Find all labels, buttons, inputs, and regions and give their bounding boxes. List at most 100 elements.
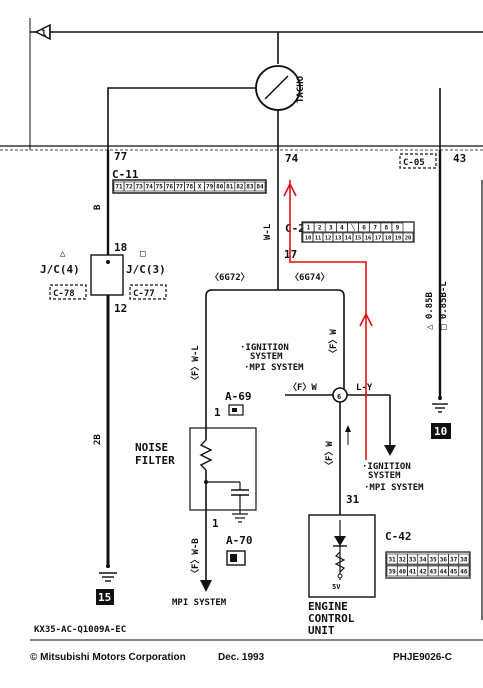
wire-fw-lower-label: 〈F〉W (324, 441, 335, 470)
wire-085b-label: △ 0.85B (425, 291, 435, 330)
pin-77: 77 (114, 150, 127, 163)
red-annotation (283, 180, 373, 460)
ground-symbol-15 (99, 572, 117, 582)
connector-pin: 7 (373, 225, 377, 232)
tacho-label: TACHO (296, 75, 306, 103)
connector-pin: 6 (362, 225, 366, 232)
connector-pin-cell (402, 232, 414, 243)
svg-text:C-78: C-78 (53, 289, 75, 299)
note-ignition-upper-1: ·IGNITION (240, 343, 289, 353)
c11-label: C-11 (112, 168, 139, 181)
connector-pin: 19 (395, 236, 402, 242)
connector-pin: 2 (318, 225, 322, 232)
arrow-label: 1 (41, 29, 46, 39)
connector-pin: 1 (307, 225, 311, 232)
connector-pin-cell (458, 565, 470, 577)
note-mpi-upper: ·MPI SYSTEM (244, 363, 304, 373)
ecu-label-1: ENGINE (308, 600, 348, 613)
jc-pin-12: 12 (114, 302, 127, 315)
wire-fw-mid-label: 〈F〉W (288, 382, 317, 393)
connector-pin: 43 (430, 569, 438, 576)
connector-pin: 79 (206, 184, 214, 191)
top-rail (29, 18, 483, 150)
jc3-label: J/C(3) (126, 263, 166, 276)
c05-connector: C-05 (399, 153, 437, 169)
pin-43: 43 (453, 152, 466, 165)
wire-2b-label: 2B (93, 434, 103, 445)
noise-filter-label-2: FILTER (135, 454, 175, 467)
ecu-label-3: UNIT (308, 624, 335, 637)
connector-pin: 11 (315, 236, 322, 242)
connector-pin: 20 (405, 236, 412, 242)
connector-pin: 71 (115, 184, 123, 191)
connector-pin: 83 (246, 184, 254, 191)
wire-fwb-label: 〈F〉W-B (190, 538, 201, 578)
a69-label: A-69 (225, 390, 252, 403)
connector-pin: 34 (419, 557, 427, 564)
note-ignition-lower-1: ·IGNITION (362, 462, 411, 472)
connector-pin: 36 (440, 557, 448, 564)
wire-wl-label: W-L (263, 223, 273, 240)
connector-pin: 32 (399, 557, 407, 564)
noise-filter (189, 427, 257, 511)
connector-pin: 44 (440, 569, 448, 576)
tacho-meter (255, 32, 301, 118)
connector-pin: 78 (186, 184, 194, 191)
connector-pin: 4 (340, 225, 344, 232)
ecu-5v: 5V (332, 583, 341, 591)
connector-pin: 31 (389, 557, 397, 564)
connector-pin: 72 (125, 184, 133, 191)
jc-pin-18: 18 (114, 241, 127, 254)
connector-pin: 75 (156, 184, 164, 191)
connector-pin: 14 (345, 236, 352, 242)
fwb-arrow (200, 580, 212, 592)
connector-pin: 38 (460, 557, 468, 564)
engine-control-unit (308, 514, 376, 598)
connector-pin: 9 (396, 225, 400, 232)
variant-bracket (205, 289, 345, 297)
pin-1-upper: 1 (214, 406, 221, 419)
connector-pin: 80 (216, 184, 224, 191)
jc-left-symbol: △ (60, 249, 66, 259)
ly-arrow (384, 445, 396, 456)
connector-pin: 82 (236, 184, 244, 191)
a70-label: A-70 (226, 534, 253, 547)
connector-pin: 40 (399, 569, 407, 576)
connector-pin: 77 (176, 184, 184, 191)
connector-pin: 42 (419, 569, 427, 576)
connector-pin: 16 (365, 236, 372, 242)
connector-pin: 84 (256, 184, 264, 191)
joint-6-label: 6 (337, 393, 341, 401)
connector-pin: 35 (430, 557, 438, 564)
wire-085bl-label: □ 0.85B-L (439, 281, 449, 330)
variant-6g72: 〈6G72〉 (210, 272, 250, 283)
left-feed-wire (107, 87, 256, 150)
connector-pin-cell (458, 553, 470, 565)
variant-6g74: 〈6G74〉 (290, 272, 330, 283)
note-ignition-lower-2: SYSTEM (368, 471, 401, 481)
c42-label: C-42 (385, 530, 412, 543)
c77-connector: C-77 (129, 284, 167, 300)
connector-pin: 39 (389, 569, 397, 576)
connector-pin: 73 (136, 184, 144, 191)
connector-pin: 45 (450, 569, 458, 576)
connector-pin: 18 (385, 236, 392, 242)
connector-pin: 15 (355, 236, 362, 242)
connector-pin: 81 (226, 184, 234, 191)
jc-right-symbol: □ (140, 249, 146, 259)
connector-pin: 3 (329, 225, 333, 232)
diagram-code: KX35-AC-Q1009A-EC (34, 625, 126, 635)
connector-pin: 41 (409, 569, 417, 576)
filter-ground (232, 510, 248, 523)
noise-filter-label-1: NOISE (135, 441, 168, 454)
connector-pin: 17 (375, 236, 382, 242)
note-mpi-bottom: MPI SYSTEM (172, 598, 227, 608)
pin-31: 31 (346, 493, 360, 506)
wire-fwl-label: 〈F〉W-L (190, 345, 201, 385)
ground-badge-10 (431, 423, 451, 439)
